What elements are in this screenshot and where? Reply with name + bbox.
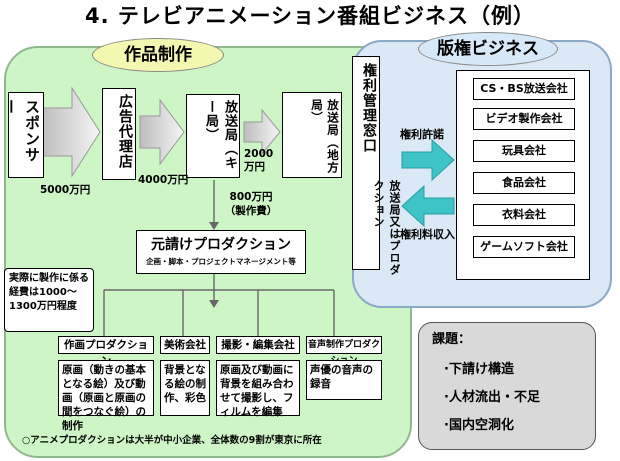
sub-art-label: 美術会社 xyxy=(160,336,210,354)
issue-item: ·下請け構造 xyxy=(444,362,514,377)
arrow-agency-to-station xyxy=(139,98,185,166)
amount-production-fee: 800万円（製作費） xyxy=(224,191,278,217)
sub-audio-label: 音声制作プロダクション xyxy=(306,336,382,366)
sub-animation-desc: 原画（動きの基本となる絵）及び動画（原画と原画の間をつなぐ絵）の制作 xyxy=(58,360,154,432)
amount-station-to-local: 2000万円 xyxy=(244,148,274,173)
company-item: 衣料会社 xyxy=(473,204,575,226)
local-station-box: 放送局（地方局） xyxy=(282,92,342,178)
arrow-rights-license xyxy=(401,138,455,182)
company-item: 食品会社 xyxy=(473,172,575,194)
ad-agency-box: 広告代理店 xyxy=(102,88,136,180)
rights-management-box: 権利管理窓口 xyxy=(352,56,380,270)
prime-production-box xyxy=(136,230,306,274)
arrow-station-to-local xyxy=(243,108,281,156)
sub-audio-desc: 声優の音声の録音 xyxy=(306,360,382,400)
arrowhead-producer-to-subs xyxy=(209,300,219,308)
sub-filming-label: 撮影・編集会社 xyxy=(216,336,300,354)
production-panel-label: 作品制作 xyxy=(92,38,224,72)
amount-sponsor-to-agency: 5000万円 xyxy=(40,184,91,196)
rights-fee-label: 権利料収入 xyxy=(400,228,455,241)
rights-panel-label: 版権ビジネス xyxy=(418,32,558,66)
company-item: 玩具会社 xyxy=(473,140,575,162)
issues-heading: 課題： xyxy=(432,332,472,347)
prime-production-subtitle: 企画・脚本・プロジェクトマネージメント等 xyxy=(146,257,296,266)
key-station-box: 放送局（キー局） xyxy=(186,94,240,178)
arrowhead-station-to-producer xyxy=(209,222,219,230)
company-item: ゲームソフト会社 xyxy=(473,236,575,258)
page-title: 4. テレビアニメーション番組ビジネス（例） xyxy=(84,4,536,28)
sub-filming-desc: 原画及び動画に背景を組み合わせて撮影し、フィルムを編集 xyxy=(216,360,300,418)
company-item: CS・BS放送会社 xyxy=(473,78,575,100)
issue-item: ·人材流出・不足 xyxy=(444,390,540,405)
arrow-rights-fee xyxy=(401,184,455,228)
rights-license-label: 権利許諾 xyxy=(400,128,444,141)
sub-animation-label: 作画プロダクション xyxy=(58,336,154,367)
cost-note: 実際に製作に係る経費は1000～1300万円程度 xyxy=(4,268,94,332)
footnote: ○アニメプロダクションは大半が中小企業、全体数の9割が東京に所在 xyxy=(22,435,322,446)
sponsor-box: スポンサー xyxy=(2,92,44,178)
company-item: ビデオ製作会社 xyxy=(473,108,575,130)
sub-art-desc: 背景となる絵の制作、彩色 xyxy=(160,360,210,416)
arrow-sponsor-to-agency xyxy=(41,86,101,178)
issues-box xyxy=(418,322,596,450)
rights-office-subtitle: 放送局又はプロダクション xyxy=(372,180,401,276)
prime-production-title: 元請けプロダクション xyxy=(151,237,291,253)
amount-agency-to-station: 4000万円 xyxy=(138,174,189,186)
issue-item: ·国内空洞化 xyxy=(444,418,514,433)
